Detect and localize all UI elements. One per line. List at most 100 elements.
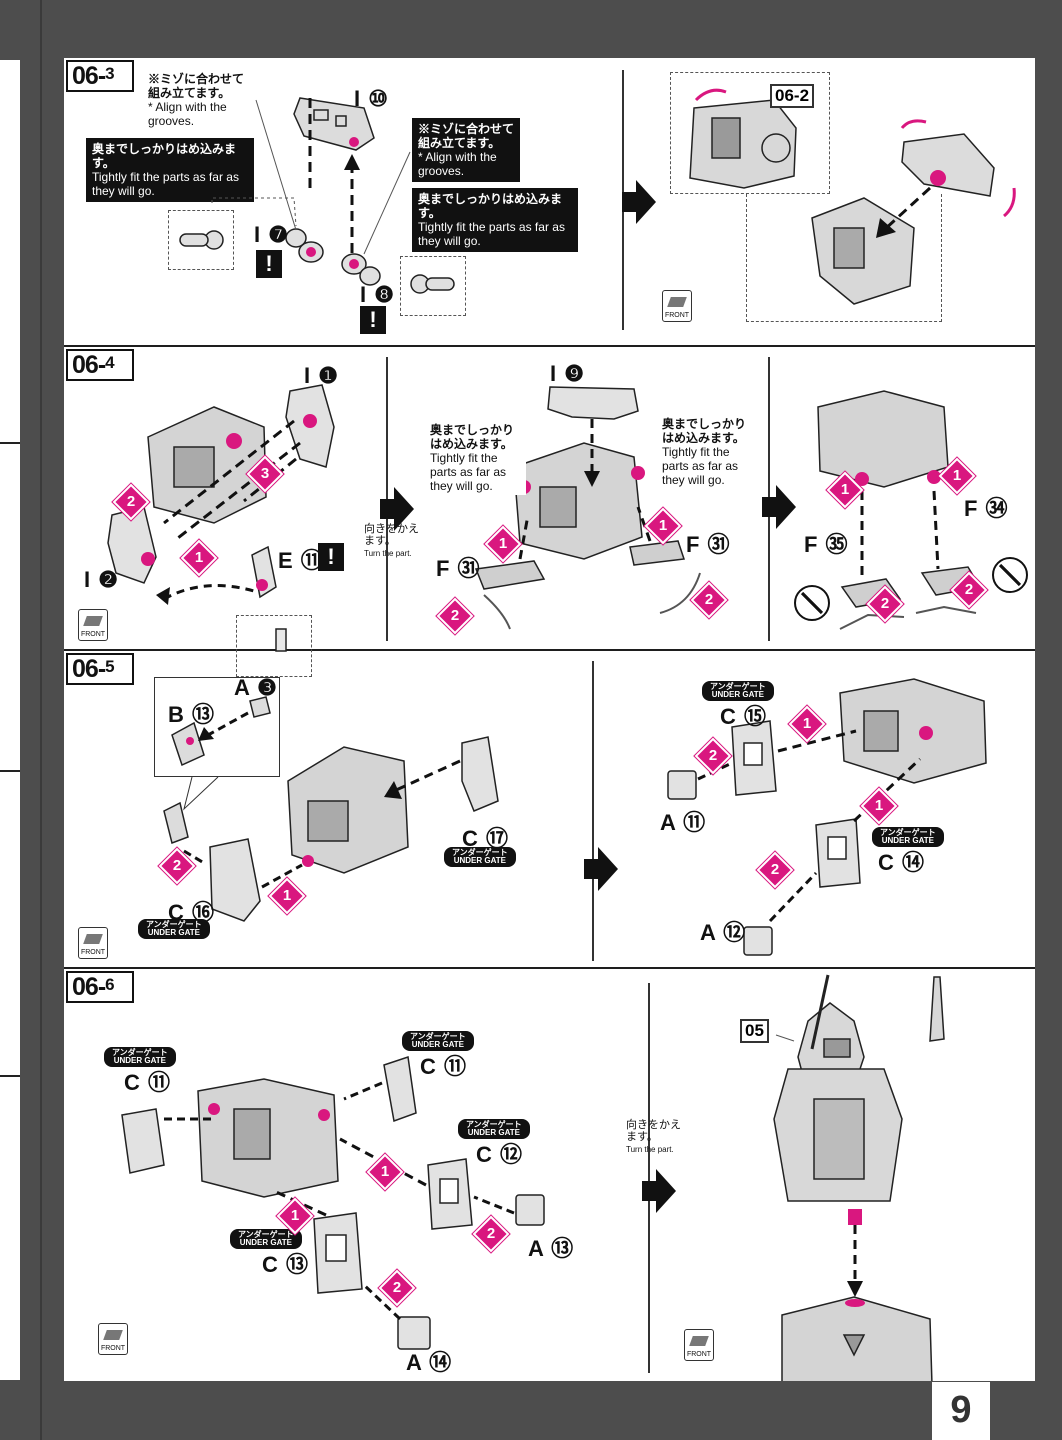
reference-step-label: 05	[740, 1019, 769, 1043]
part-label-c11-right: C ⑪	[420, 1054, 468, 1079]
part-a11-drawing	[667, 770, 697, 800]
arrow-head	[876, 218, 896, 238]
part-label-c17: C ⑰	[462, 826, 510, 851]
prohibited-icon	[992, 557, 1028, 593]
part-label-a3: A ❸	[234, 675, 278, 700]
step-minor: 5	[105, 657, 115, 676]
hip-block-drawing	[197, 1078, 339, 1198]
turn-en: Turn the part.	[626, 1145, 674, 1154]
step-06-3: 06-3 ※ミゾに合わせて組み立てます。 * Align with the gr…	[64, 58, 1035, 347]
ugate-jp: アンダーゲート	[112, 1048, 168, 1057]
peg-highlight	[349, 137, 359, 147]
part-c11-left-drawing	[121, 1108, 165, 1174]
turn-jp: 向きをかえます。	[626, 1119, 681, 1143]
page-number: 9	[932, 1382, 990, 1440]
detail-box	[400, 256, 466, 316]
peg-highlight	[256, 579, 268, 591]
stage-divider	[648, 983, 650, 1373]
stage-divider	[592, 661, 594, 961]
step-minor: 6	[105, 975, 115, 994]
note-en: Tightly fit the parts as far as they wil…	[430, 451, 507, 493]
arrow-head	[344, 154, 360, 170]
ugate-en: UNDER GATE	[411, 1040, 464, 1049]
ugate-en: UNDER GATE	[113, 1056, 166, 1065]
next-stage-arrow	[584, 847, 618, 891]
ugate-en: UNDER GATE	[881, 836, 934, 845]
assembly-arrow	[932, 490, 940, 570]
peg-highlight	[303, 414, 317, 428]
peg-highlight	[186, 737, 194, 745]
assembly-arrow	[362, 1283, 402, 1321]
page-gutter	[40, 0, 42, 1440]
part-label-c15: C ⑮	[720, 704, 768, 729]
note-en: * Align with the grooves.	[418, 150, 497, 178]
detail-callout	[154, 677, 280, 777]
part-c16-drawing	[209, 838, 261, 922]
fit-note-left: 奥までしっかりはめ込みます。 Tightly fit the parts as …	[86, 138, 254, 202]
divider	[0, 1075, 20, 1077]
note-jp: ※ミゾに合わせて組み立てます。	[418, 122, 515, 150]
front-orientation-icon: FRONT	[684, 1329, 714, 1361]
step-major: 06	[72, 351, 99, 379]
turn-en: Turn the part.	[364, 549, 412, 558]
part-label-a11: A ⑪	[660, 810, 707, 835]
note-en: Tightly fit the parts as far as they wil…	[92, 170, 239, 198]
front-orientation-icon: FRONT	[78, 927, 108, 959]
arm-part-drawing	[901, 133, 995, 197]
note-jp: 奥までしっかりはめ込みます。	[418, 192, 563, 220]
part-label-a12: A ⑫	[700, 920, 747, 945]
assembly-arrow	[343, 1081, 383, 1101]
caution-icon: !	[256, 250, 282, 278]
step-06-6-drawing	[121, 974, 945, 1381]
shoulder-assembly-drawing	[689, 99, 797, 189]
assembly-arrow	[273, 1189, 327, 1217]
assembly-arrow	[261, 863, 303, 889]
slide-arrow	[915, 605, 977, 614]
peg-highlight	[226, 433, 242, 449]
turn-note: 向きをかえます。 Turn the part.	[626, 1119, 688, 1156]
caution-icon: !	[360, 306, 386, 334]
part-c13-drawing	[313, 1212, 363, 1294]
part-label-i1: I ❶	[304, 363, 339, 388]
turn-jp: 向きをかえます。	[364, 523, 419, 547]
part-c11-right-drawing	[383, 1056, 417, 1123]
step-major: 06	[72, 62, 99, 90]
ugate-en: UNDER GATE	[147, 928, 200, 937]
divider	[0, 770, 20, 772]
part-label-b13: B ⑬	[168, 702, 216, 727]
detail-box	[168, 210, 234, 270]
front-orientation-icon: FRONT	[78, 609, 108, 641]
arrow-head	[156, 587, 170, 605]
step-06-6: 06-6	[64, 969, 1035, 1381]
part-a14-drawing	[397, 1316, 431, 1350]
arrow-head	[847, 1281, 863, 1297]
callout-pointer	[183, 776, 219, 811]
step-number: 06-3	[66, 60, 134, 92]
assembly-arrow	[518, 514, 530, 560]
ugate-en: UNDER GATE	[467, 1128, 520, 1137]
part-label-f34: F ㉞	[964, 496, 1009, 521]
part-label-f31-right: F ㉛	[686, 532, 731, 557]
part-f31-right-drawing	[629, 540, 686, 566]
next-stage-arrow	[762, 485, 796, 529]
step-06-5-drawing	[163, 678, 987, 956]
assembly-arrow	[393, 759, 461, 793]
note-en: Tightly fit the parts as far as they wil…	[418, 220, 565, 248]
ugate-jp: アンダーゲート	[466, 1120, 522, 1129]
assembly-arrow	[777, 729, 857, 753]
callout-frame	[746, 194, 942, 322]
step-06-5: 06-5	[64, 651, 1035, 969]
peg-highlight	[208, 1103, 220, 1115]
step-minor: 3	[105, 64, 115, 83]
part-label-c14: C ⑭	[878, 850, 926, 875]
mini-hinge-drawing	[275, 628, 287, 652]
ugate-jp: アンダーゲート	[452, 848, 508, 857]
part-label-f35: F ㉟	[804, 532, 849, 557]
note-jp: 奥までしっかりはめ込みます。	[92, 142, 237, 170]
peg-highlight	[631, 466, 645, 480]
part-i7-drawing	[285, 228, 324, 263]
hip-block-right-drawing	[839, 678, 987, 784]
